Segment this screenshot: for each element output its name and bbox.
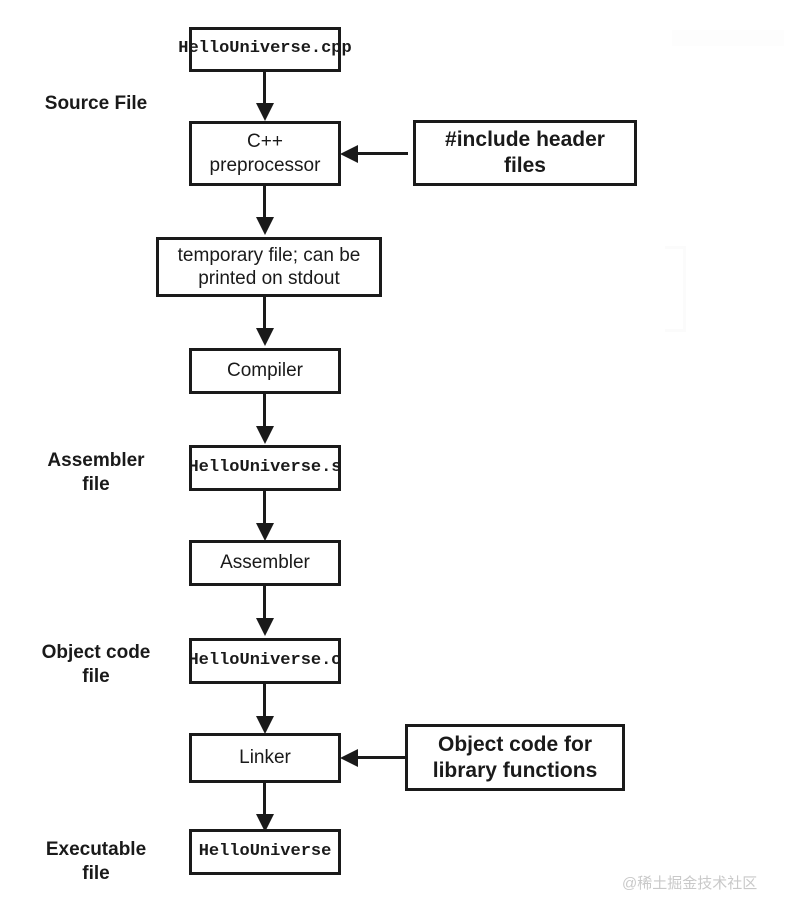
connector-assembler-to-object-file	[263, 586, 266, 620]
node-include-header-files[interactable]: #include header files	[413, 120, 637, 186]
node-executable-file[interactable]: HelloUniverse	[189, 829, 341, 875]
node-include-header-files-label: #include header files	[445, 128, 605, 177]
node-library-object-code[interactable]: Object code for library functions	[405, 724, 625, 791]
node-linker[interactable]: Linker	[189, 733, 341, 783]
stage-label-object-code-file: Object code file	[41, 642, 151, 688]
node-source-file[interactable]: HelloUniverse.cpp	[178, 27, 352, 72]
connector-assembly-file-to-assembler	[263, 491, 266, 525]
connector-compiler-to-assembly-file	[263, 394, 266, 428]
connector-preprocessor-to-temp	[263, 185, 266, 219]
stage-label-executable-file: Executable file	[45, 839, 147, 885]
node-linker-label: Linker	[239, 747, 291, 769]
node-library-object-code-label: Object code for library functions	[432, 732, 598, 782]
arrowhead-assembly-file-to-assembler	[256, 523, 274, 541]
arrowhead-linker-to-executable	[256, 814, 274, 832]
arrowhead-assembler-to-object-file	[256, 618, 274, 636]
node-temporary-file[interactable]: temporary file; can be printed on stdout	[156, 237, 382, 297]
node-assembler[interactable]: Assembler	[189, 540, 341, 586]
node-preprocessor-label: C++ preprocessor	[209, 131, 321, 176]
connector-temp-to-compiler	[263, 296, 266, 330]
node-source-file-label: HelloUniverse.cpp	[178, 39, 352, 59]
node-executable-file-label: HelloUniverse	[198, 841, 332, 861]
connector-library-to-linker	[356, 756, 408, 759]
node-compiler-label: Compiler	[226, 360, 304, 382]
node-temporary-file-label: temporary file; can be printed on stdout	[177, 244, 361, 289]
arrowhead-source-to-preprocessor	[256, 103, 274, 121]
arrowhead-compiler-to-assembly-file	[256, 426, 274, 444]
arrowhead-object-file-to-linker	[256, 716, 274, 734]
arrowhead-preprocessor-to-temp	[256, 217, 274, 235]
node-object-file-label: HelloUniverse.o	[188, 650, 342, 670]
connector-object-file-to-linker	[263, 684, 266, 718]
watermark-text: @稀土掘金技术社区	[622, 875, 758, 892]
ghost-watermark-shape	[665, 246, 686, 332]
node-preprocessor[interactable]: C++ preprocessor	[189, 121, 341, 186]
node-assembly-file-label: HelloUniverse.s	[188, 457, 342, 477]
node-assembly-file[interactable]: HelloUniverse.s	[188, 445, 342, 491]
connector-linker-to-executable	[263, 783, 266, 817]
ghost-watermark-band	[672, 30, 784, 46]
connector-source-to-preprocessor	[263, 71, 266, 105]
arrowhead-headers-to-preprocessor	[340, 145, 358, 163]
stage-label-source-file: Source File	[44, 93, 148, 114]
arrowhead-temp-to-compiler	[256, 328, 274, 346]
node-object-file[interactable]: HelloUniverse.o	[188, 638, 342, 684]
arrowhead-library-to-linker	[340, 749, 358, 767]
stage-label-assembler-file: Assembler file	[47, 450, 145, 496]
connector-headers-to-preprocessor	[356, 152, 408, 155]
node-assembler-label: Assembler	[220, 552, 310, 574]
node-compiler[interactable]: Compiler	[189, 348, 341, 394]
